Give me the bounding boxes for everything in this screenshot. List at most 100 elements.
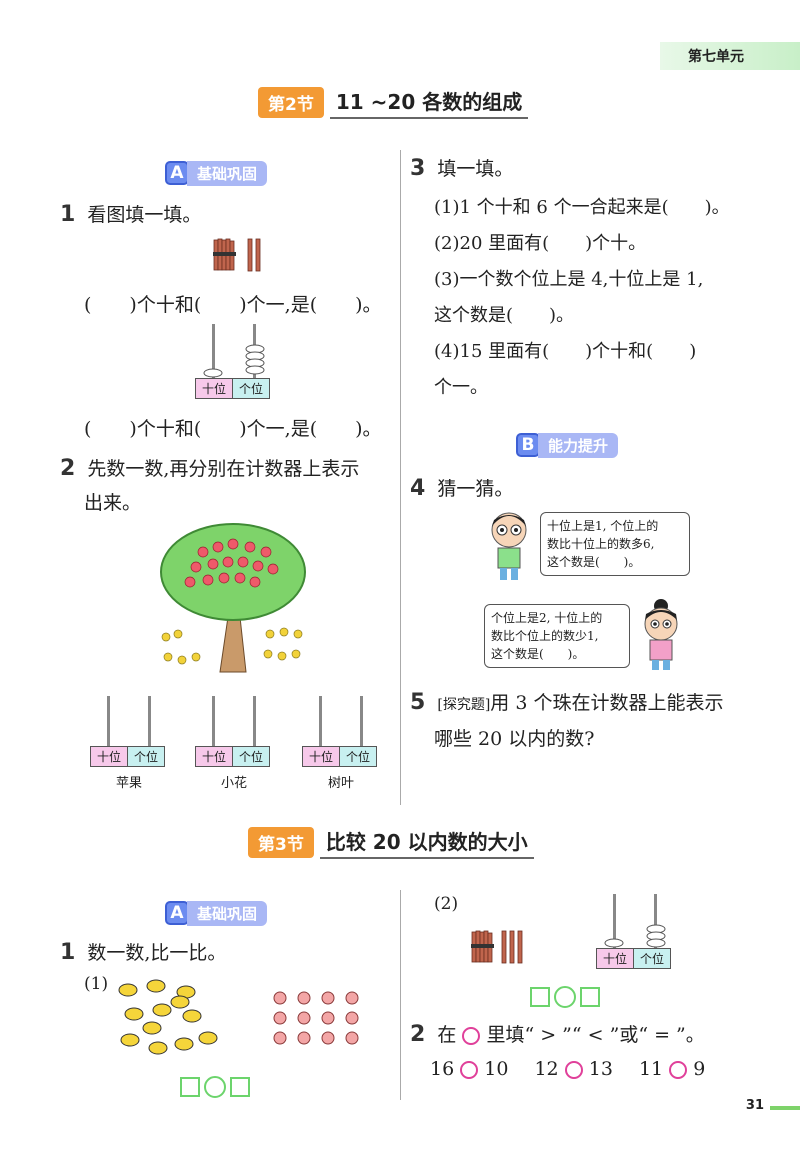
s3-question-2: 2 在 里填“ > ”“ < ”或“ = ”。 [410,1020,705,1047]
question-text-continued: 哪些 20 以内的数? [434,728,595,750]
abacus-label: 十位 个位 [90,746,166,767]
bees-illustration [118,979,218,1055]
abacus-label: 十位 个位 [195,746,271,767]
compare-items: 16 10 12 13 11 9 [430,1058,705,1080]
level-a-text: 基础巩固 [187,160,268,186]
level-a-text: 基础巩固 [187,900,268,926]
stick-bundle-illustration [213,238,261,272]
q1-fill-line-1: ( )个十和( )个一,是( )。 [84,294,382,316]
bead-icon [203,368,223,378]
bubble-line: 这个数是( )。 [491,647,585,661]
left-number: 11 [638,1058,664,1080]
bead-icon [604,938,624,948]
answer-circle[interactable] [554,986,576,1008]
ones-label: 个位 [233,747,270,766]
question-3-parts: (1)1 个十和 6 个一合起来是( )。 (2)20 里面有( )个十。 (3… [434,190,730,406]
compare-item: 16 10 [430,1058,508,1080]
q3-part-4: (4)15 里面有( )个十和( ) [434,341,697,362]
question-number: 2 [60,456,76,481]
question-text: 猜一猜。 [437,478,514,500]
question-3: 3 填一填。 [410,154,513,181]
snails-illustration [273,991,359,1045]
beads-icon [646,924,666,948]
unit-tag: 第七单元 [660,42,800,70]
compare-circle-input[interactable] [460,1061,479,1079]
ones-label: 个位 [233,379,270,398]
left-number: 16 [430,1058,455,1080]
question-text: 数一数,比一比。 [87,942,227,964]
compare-circle-input[interactable] [669,1061,688,1079]
left-number: 12 [534,1058,559,1080]
right-number: 9 [693,1058,706,1080]
abacus-label: 十位 个位 [596,948,672,969]
section-3-heading: 第3节 比较 20 以内数的大小 [248,826,534,859]
boy-character-icon [491,512,527,580]
bubble-line: 数比十位上的数多6, [547,537,655,551]
abacus-s3: 十位 个位 [596,894,676,970]
bubble-line: 个位上是2, 十位上的 [491,611,603,625]
abacus-label: 十位 个位 [302,746,378,767]
speech-bubble-boy: 十位上是1, 个位上的 数比十位上的数多6, 这个数是( )。 [540,512,690,576]
bubble-line: 这个数是( )。 [547,555,641,569]
q3-part-4-continued: 个一。 [434,377,488,398]
q1-fill-line-2: ( )个十和( )个一,是( )。 [84,418,382,440]
question-2: 2 先数一数,再分别在计数器上表示 出来。 [60,452,359,520]
answer-box-right[interactable] [230,1077,250,1097]
abacus-label: 十位 个位 [195,378,271,399]
level-a-letter: A [165,901,189,925]
level-b-letter: B [516,433,540,457]
compare-item: 12 13 [534,1058,612,1080]
compare-circle-input[interactable] [564,1061,583,1079]
level-b-badge: B 能力提升 [516,432,619,458]
tens-label: 十位 [597,949,635,968]
ones-label: 个位 [128,747,165,766]
section-3-title: 比较 20 以内数的大小 [319,826,534,859]
question-text: 先数一数,再分别在计数器上表示 [87,458,360,480]
column-divider [400,150,401,805]
right-number: 10 [484,1058,509,1080]
question-text: 在 [437,1024,457,1046]
ones-label: 个位 [634,949,671,968]
abacus-caption: 苹果 [116,776,143,791]
question-number: 5 [410,690,426,715]
column-divider [400,890,401,1100]
ones-label: 个位 [340,747,377,766]
tens-label: 十位 [196,747,234,766]
bubble-line: 数比个位上的数少1, [491,629,599,643]
answer-box-left[interactable] [530,987,550,1007]
q3-part-3: (3)一个数个位上是 4,十位上是 1, [434,269,704,290]
tens-label: 十位 [196,379,234,398]
tens-label: 十位 [91,747,129,766]
question-text: 看图填一填。 [87,204,202,226]
question-5: 5 [探究题]用 3 个珠在计数器上能表示 哪些 20 以内的数? [410,686,723,756]
tens-label: 十位 [303,747,341,766]
question-text: 用 3 个珠在计数器上能表示 [490,692,724,714]
unit-label: 第七单元 [688,49,744,65]
beads-icon [245,344,265,375]
level-a-badge: A 基础巩固 [165,160,268,186]
question-number: 1 [60,940,76,965]
page-number: 31 [745,1098,764,1113]
q3-part-2: (2)20 里面有( )个十。 [434,233,647,254]
answer-box-left[interactable] [180,1077,200,1097]
section-2-badge: 第2节 [258,87,324,118]
section-2-heading: 第2节 11 ~20 各数的组成 [258,86,529,119]
apple-tree-illustration [160,523,306,673]
question-text-continued: 里填“ > ”“ < ”或“ = ”。 [486,1024,705,1046]
answer-circle[interactable] [204,1076,226,1098]
page-footer-bar [770,1106,800,1110]
q3-part-3-continued: 这个数是( )。 [434,305,575,326]
s3-q1-part-1: (1) [84,974,109,994]
abacus-q1: 十位 个位 [195,324,275,400]
abacus-caption: 小花 [221,776,248,791]
answer-box-right[interactable] [580,987,600,1007]
s3-q1-part-2: (2) [434,894,459,914]
stick-bundle-illustration [471,930,523,964]
compare-answer-boxes-2[interactable] [530,986,600,1008]
level-a-letter: A [165,161,189,185]
question-number: 1 [60,202,76,227]
compare-answer-boxes-1[interactable] [180,1076,250,1098]
section-2-title: 11 ~20 各数的组成 [329,86,529,119]
girl-character-icon [644,599,678,670]
speech-bubble-girl: 个位上是2, 十位上的 数比个位上的数少1, 这个数是( )。 [484,604,630,668]
